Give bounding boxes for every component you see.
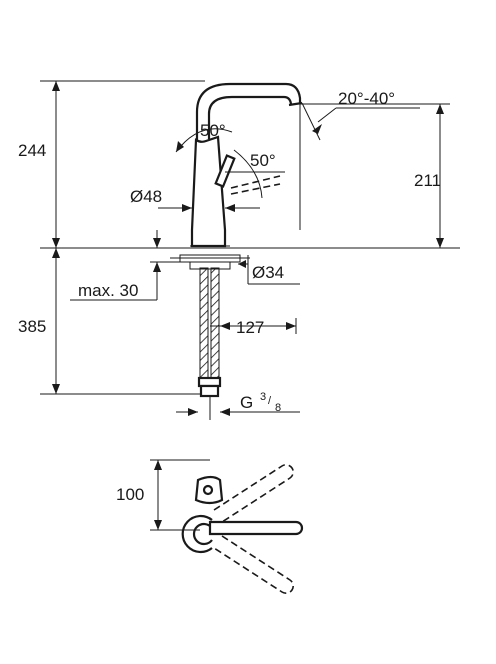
arrow-127-left: [220, 322, 230, 330]
arrow-g-right: [220, 408, 230, 416]
hose-left: [199, 267, 209, 379]
arrow-211-top: [436, 104, 444, 114]
hose-thread: [199, 384, 220, 398]
top-view-base: [181, 514, 213, 554]
arrow-30-bottom: [153, 262, 161, 272]
dim-34-label: Ø34: [252, 263, 284, 282]
thread-slash: /: [268, 395, 272, 407]
arrow-244-top: [52, 81, 60, 91]
arrow-100-top: [154, 460, 162, 470]
mounting-nut: [189, 261, 231, 270]
lever-angle-side-label: 50°: [250, 151, 276, 170]
thread-numerator: 3: [260, 391, 266, 403]
arrow-244-bottom: [52, 238, 60, 248]
arrow-48-left: [182, 204, 192, 212]
spout-inner: [207, 95, 293, 139]
arrow-100-bottom: [154, 520, 162, 530]
dim-211-label: 211: [414, 171, 441, 190]
arrow-34: [238, 260, 246, 268]
arrow-127-right: [286, 322, 296, 330]
dim-100-label: 100: [116, 485, 144, 504]
arrow-g-left: [188, 408, 198, 416]
spout-angle-label: 20°-40°: [338, 89, 395, 108]
spout-angle-line: [301, 102, 321, 141]
top-view-lever-swing-down: [213, 535, 294, 595]
arrow-spout-angle: [312, 124, 322, 134]
lever-open-position: [230, 175, 281, 189]
spout-angle-leader: [317, 107, 337, 123]
dim-385-label: 385: [18, 317, 46, 336]
top-view-lever-swing-up: [213, 463, 294, 523]
top-view-base-inner: [192, 522, 213, 546]
arrow-385-bottom: [52, 384, 60, 394]
spout-outer: [195, 82, 302, 140]
faucet-body: [190, 135, 227, 248]
hose-right: [210, 267, 220, 379]
arrow-lever-angle-top: [176, 141, 184, 152]
spout-outlet: [288, 101, 303, 107]
lever-open-position-2: [230, 183, 281, 195]
dim-127-label: 127: [236, 318, 264, 337]
top-view: 100: [116, 459, 304, 595]
top-view-center: [202, 484, 214, 496]
lever-angle-top-label: 50°: [200, 121, 226, 140]
arrow-211-bottom: [436, 238, 444, 248]
dim-48-label: Ø48: [130, 187, 162, 206]
side-view: 244 211 20°-40° 50° 50° Ø48: [18, 80, 460, 420]
top-view-lever: [208, 520, 304, 536]
arrow-385-top: [52, 248, 60, 258]
thread-denominator: 8: [275, 402, 281, 414]
hose-connector: [197, 376, 222, 388]
arrow-48-right: [225, 204, 235, 212]
dim-30-label: max. 30: [78, 281, 138, 300]
dim-244-label: 244: [18, 141, 46, 160]
thread-prefix-label: G: [240, 393, 253, 412]
arrow-30-top: [153, 238, 161, 248]
